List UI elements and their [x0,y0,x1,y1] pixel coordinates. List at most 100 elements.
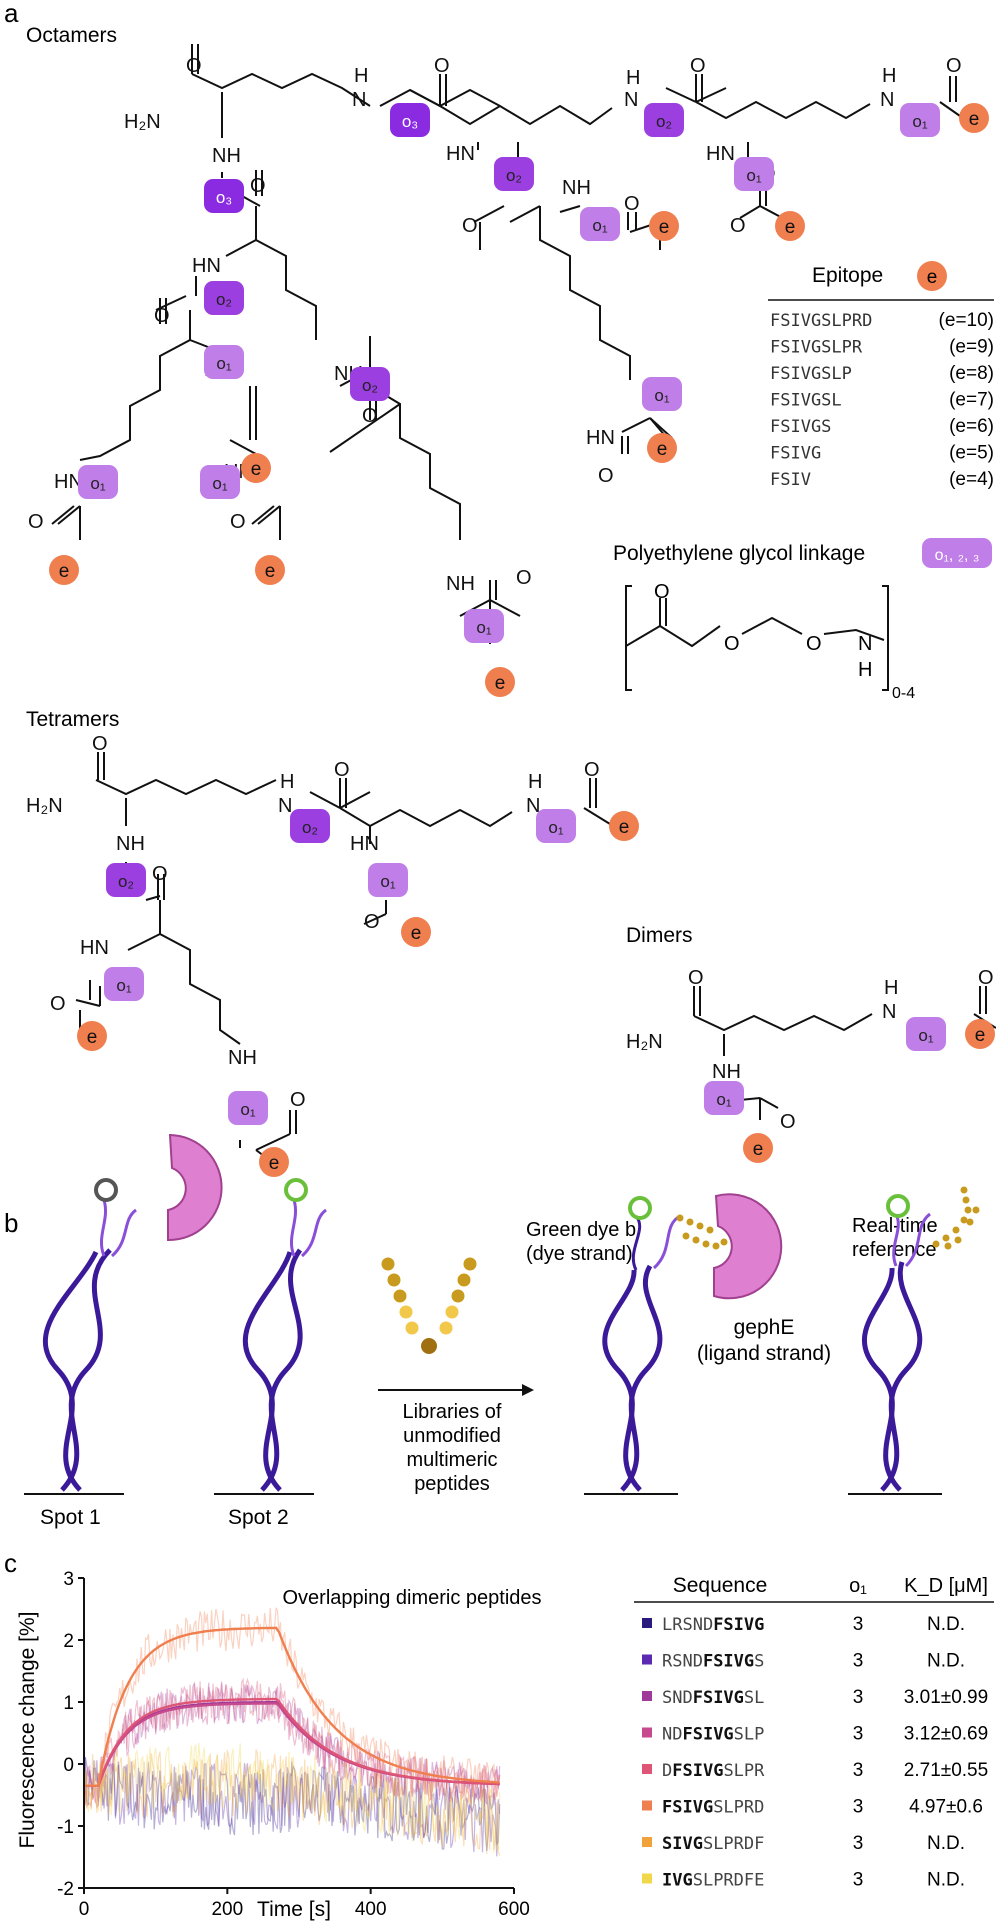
peptide-dot [421,1338,437,1354]
kd-row-kd: N.D. [927,1651,965,1672]
svg-text:O: O [462,215,478,237]
peptide-dot [676,1214,684,1222]
peptide-dot [712,1242,720,1250]
svg-text:O: O [186,55,202,77]
peptide-dot [457,1273,471,1287]
series-trace [83,1749,501,1856]
svg-text:O: O [92,733,108,755]
epitope-length: (e=7) [949,390,994,411]
epitope-seq: FSIVGSLPRD [770,311,872,331]
peptide-dot [954,1236,962,1244]
kd-row-kd: 4.97±0.6 [909,1797,983,1818]
svg-text:(dye strand): (dye strand) [526,1243,633,1265]
svg-text:H: H [858,659,872,681]
octamer-structure [51,44,961,644]
svg-text:O: O [624,193,640,215]
series-trace [84,1684,501,1809]
x-tick-label: 400 [355,1899,387,1920]
peptide-dot [706,1226,714,1234]
svg-text:O: O [780,1111,796,1133]
kd-row-sequence: SIVGSLPRDF [662,1834,764,1854]
svg-text:H: H [528,771,542,793]
y-tick-label: -1 [57,1817,74,1838]
peptide-dot [439,1321,453,1335]
peptide-dot [964,1206,972,1214]
svg-text:O: O [584,759,600,781]
svg-text:O: O [290,1089,306,1111]
peptide-dot [463,1257,477,1271]
svg-text:O: O [152,863,168,885]
svg-text:unmodified: unmodified [403,1425,501,1447]
chart-ylabel: Fluorescence change [%] [16,1612,39,1849]
svg-text:O: O [688,967,704,989]
peptide-dot [960,1216,968,1224]
kd-row-o1: 3 [853,1870,864,1891]
panel-label-b: b [4,1208,18,1238]
svg-text:HN: HN [80,937,109,959]
series-fit-line [84,1697,500,1787]
svg-text:H: H [280,771,294,793]
svg-text:NH: NH [446,573,475,595]
series-trace [83,1743,501,1854]
epitope-length: (e=6) [949,416,994,437]
chart-xlabel: Time [s] [257,1898,331,1921]
kd-row-swatch [642,1727,652,1738]
kd-row-o1: 3 [853,1760,864,1781]
svg-text:Real-time: Real-time [852,1215,938,1237]
svg-text:O: O [946,55,962,77]
kd-row-swatch [642,1837,652,1847]
svg-text:O: O [978,967,994,989]
kd-row-swatch [642,1873,652,1884]
kd-row-swatch [642,1800,652,1811]
svg-text:N: N [858,633,872,655]
kd-header-o1: o₁ [849,1575,867,1597]
kd-row-sequence: DFSIVGSLPR [662,1761,765,1781]
reference-illustration: Real-time reference [848,1186,980,1495]
svg-text:(ligand strand): (ligand strand) [697,1342,831,1365]
panel-label-a: a [4,0,19,28]
peptide-dot [387,1273,401,1287]
series-trace [83,1681,501,1806]
svg-text:H: H [354,65,368,87]
kd-row-kd: 3.12±0.69 [904,1724,988,1745]
y-tick-label: 2 [63,1631,74,1652]
y-tick-label: 3 [63,1569,74,1590]
svg-text:0-4: 0-4 [892,685,915,702]
svg-text:O: O [334,759,350,781]
svg-text:N: N [880,89,894,111]
peptide-dot [696,1222,704,1230]
kd-row-kd: N.D. [927,1833,965,1854]
svg-text:H₂N: H₂N [626,1031,663,1053]
epitope-length: (e=9) [949,337,994,358]
svg-text:O: O [434,55,450,77]
svg-text:NH: NH [712,1061,741,1083]
svg-text:HN: HN [192,255,221,277]
svg-text:H: H [626,67,640,89]
y-tick-label: 1 [63,1693,74,1714]
epitope-seq: FSIVGSLPR [770,338,863,358]
x-tick-label: 600 [498,1899,530,1920]
peptide-dot [944,1242,952,1250]
svg-text:peptides: peptides [414,1473,490,1495]
svg-text:O: O [28,511,44,533]
epitope-seq: FSIVG [770,444,821,464]
svg-text:O: O [250,175,266,197]
kd-row-kd: N.D. [927,1870,965,1891]
kd-row-o1: 3 [853,1614,864,1635]
peptide-dot [720,1238,728,1246]
svg-text:O: O [598,465,614,487]
epitope-seq: FSIVGSLP [770,364,852,384]
peptide-dot [966,1218,974,1226]
svg-text:O: O [230,511,246,533]
svg-text:N: N [352,89,366,111]
kd-row-swatch [642,1691,652,1701]
svg-text:H₂N: H₂N [26,795,63,817]
epitope-seq: FSIV [770,470,811,490]
peptide-dot [381,1257,395,1271]
kd-row-kd: 2.71±0.55 [904,1760,988,1781]
peptide-dot [962,1196,970,1204]
kd-row-sequence: FSIVGSLPRD [662,1798,764,1818]
svg-text:HN: HN [446,143,475,165]
